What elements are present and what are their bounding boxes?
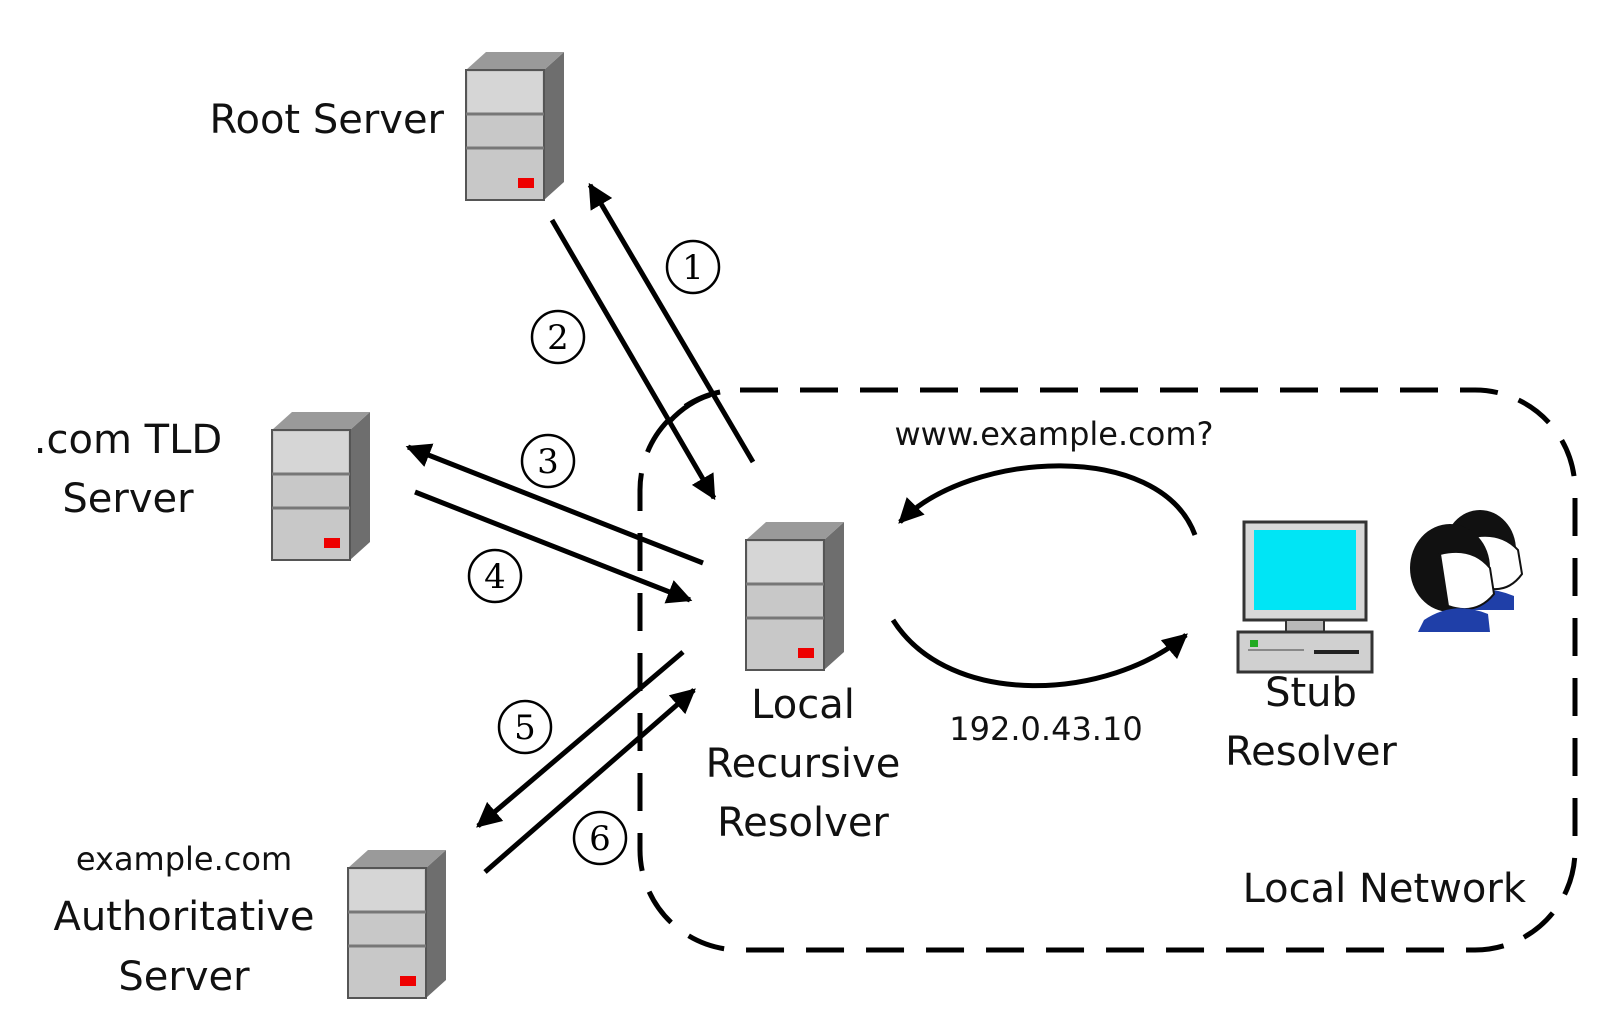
svg-text:4: 4 [484,557,506,597]
arrow-step-4 [414,489,693,604]
stub-resolver-label-line2: Resolver [1225,729,1397,775]
local-resolver-label-line2: Recursive [706,741,901,787]
local-network-label: Local Network [1243,866,1527,912]
authoritative-server-label-line1: Authoritative [53,894,314,940]
svg-text:3: 3 [537,442,559,482]
arrow-step-2 [549,218,717,501]
computer-icon [1236,520,1374,674]
svg-text:2: 2 [547,318,569,358]
step-marker-6: 6 [572,810,628,866]
root-server-label: Root Server [209,97,444,143]
authoritative-server-icon [346,848,448,1000]
local-resolver-server-icon [744,520,846,672]
arrow-step-6 [483,688,696,874]
users-icon [1410,510,1524,632]
svg-text:6: 6 [589,819,611,859]
step-marker-3: 3 [520,433,576,489]
arrow-step-5 [476,650,685,828]
arrow-step-1 [587,182,756,464]
answer-arrow [890,618,1188,689]
local-resolver-label-line3: Resolver [717,800,889,846]
stub-resolver-label-line1: Stub [1265,670,1357,716]
query-arrow [898,463,1198,536]
local-resolver-label-line1: Local [751,682,855,728]
authoritative-server-label-line2: Server [118,954,250,1000]
authoritative-domain-label: example.com [76,840,292,878]
step-marker-1: 1 [665,239,721,295]
tld-server-label-line2: Server [62,476,194,522]
angle-arc [668,392,711,423]
step-marker-4: 4 [467,548,523,604]
tld-server-icon [270,410,372,562]
local-network-boundary [637,387,1578,953]
answer-label: 192.0.43.10 [949,710,1142,748]
step-marker-2: 2 [530,309,586,365]
svg-text:1: 1 [682,248,704,288]
query-label: www.example.com? [895,415,1214,453]
step-marker-5: 5 [497,699,553,755]
svg-text:5: 5 [514,708,536,748]
tld-server-label-line1: .com TLD [34,417,222,463]
root-server-icon [464,50,566,202]
arrow-step-3 [405,443,704,566]
